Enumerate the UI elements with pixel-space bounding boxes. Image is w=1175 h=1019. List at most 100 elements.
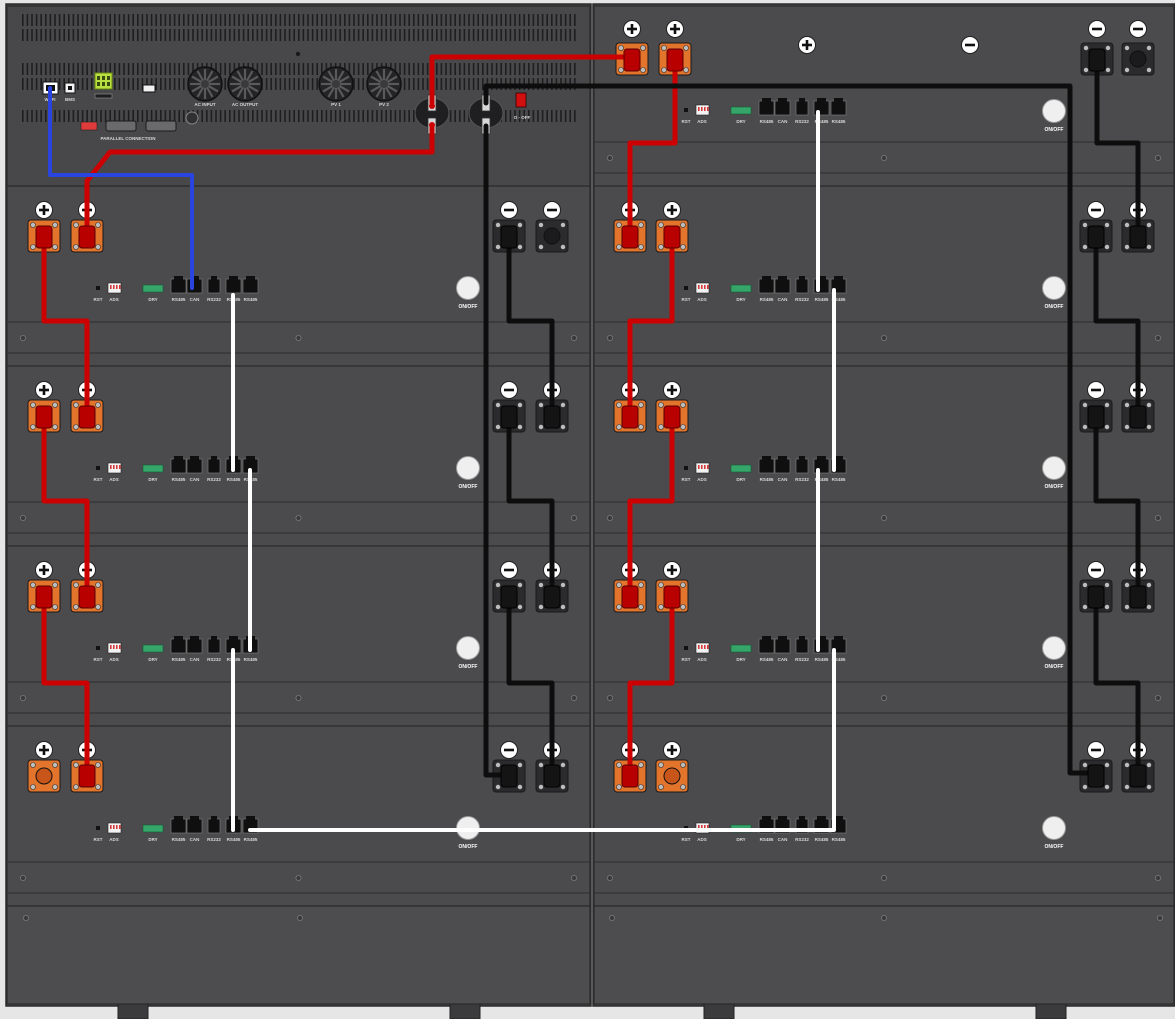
terminal-screw [658,604,664,610]
terminal-screw [638,762,644,768]
can-port[interactable] [186,458,203,474]
negative-cable [1094,56,1141,239]
rs232-port[interactable] [795,458,809,474]
minus-icon [961,36,979,54]
vent-slot [178,29,180,41]
vent-slot [495,14,498,26]
power-switch-icon[interactable] [1042,456,1066,480]
can-port[interactable] [774,100,791,116]
vent-slot [22,78,24,90]
vent-slot [123,63,125,75]
rs485-port[interactable] [170,638,187,654]
power-switch-icon[interactable] [1042,276,1066,300]
vent-slot [491,14,493,26]
positive-plug [663,585,681,609]
left-positive-terminal[interactable] [27,759,61,793]
can-port[interactable] [186,818,203,834]
right-positive-terminal[interactable] [655,759,689,793]
reset-button[interactable] [684,286,688,290]
reset-button[interactable] [96,466,100,470]
vent-slot [509,110,512,122]
rs485-port[interactable] [170,458,187,474]
power-switch-icon[interactable] [456,276,480,300]
vent-slot [81,14,84,26]
dry-contact-connector[interactable] [730,644,752,653]
dry-contact-connector[interactable] [142,464,164,473]
can-port[interactable] [186,638,203,654]
vent-slot [104,63,107,75]
vent-slot [68,63,70,75]
rs232-port[interactable] [795,638,809,654]
usb-port[interactable] [142,84,156,93]
cabinet-foot [117,1003,149,1019]
rs485-port-in[interactable] [225,278,242,294]
vent-slot [362,29,364,41]
can-port[interactable] [774,638,791,654]
rs485-port-out[interactable] [830,100,847,116]
rs232-port[interactable] [795,278,809,294]
right-negative-terminal[interactable] [1121,42,1155,76]
vent-slot [321,110,323,122]
rs485-port[interactable] [758,458,775,474]
can-port[interactable] [774,458,791,474]
reset-button[interactable] [684,646,688,650]
vent-slot [449,78,452,90]
reset-button[interactable] [96,646,100,650]
dry-contact-connector[interactable] [142,284,164,293]
dry-contact-connector[interactable] [730,464,752,473]
reset-button[interactable] [96,286,100,290]
terminal-screw [1082,784,1088,790]
serial-port[interactable] [145,120,177,132]
rs485-port[interactable] [170,278,187,294]
rs485-port-out[interactable] [242,278,259,294]
vent-slot [173,14,176,26]
can-port[interactable] [186,278,203,294]
on-off-label: ON/OFF [1045,664,1064,670]
rs232-port[interactable] [207,458,221,474]
rs485-port[interactable] [758,638,775,654]
rs485-port[interactable] [170,818,187,834]
terminal-screw [1124,424,1130,430]
rs232-port[interactable] [207,278,221,294]
dry-contact-connector[interactable] [730,106,752,115]
rs232-port-label: RS232 [207,477,221,482]
serial-port[interactable] [105,120,137,132]
vent-slot [196,29,199,41]
reset-button[interactable] [684,466,688,470]
rs232-port[interactable] [795,100,809,116]
vent-slot [187,29,190,41]
vent-slot [242,29,245,41]
reset-button[interactable] [96,826,100,830]
rs485-port[interactable] [758,278,775,294]
terminal-screw [95,582,101,588]
vent-slot [403,14,406,26]
vent-slot [77,78,79,90]
terminal-screw [538,604,544,610]
dry-label: DRY [148,297,157,302]
vent-slot [137,29,139,41]
dry-contact-connector[interactable] [142,644,164,653]
power-switch-icon[interactable] [456,636,480,660]
rs232-port[interactable] [207,638,221,654]
screw [295,334,302,341]
can-port-label: CAN [778,119,788,124]
rs232-port[interactable] [207,818,221,834]
dry-contact-connector[interactable] [730,284,752,293]
dip-switch[interactable] [80,121,98,131]
reset-button[interactable] [684,108,688,112]
power-switch-icon[interactable] [1042,99,1066,123]
power-switch-icon[interactable] [1042,816,1066,840]
dry-contact-connector[interactable] [142,824,164,833]
breaker-switch[interactable] [515,92,527,108]
power-switch-icon[interactable] [456,456,480,480]
rs485-port[interactable] [758,100,775,116]
vent-slot [224,78,226,90]
negative-plug [543,764,561,788]
vent-slot [238,14,240,26]
vent-slot [100,110,102,122]
inverter-knob[interactable] [185,111,199,125]
left-negative-terminal[interactable] [535,219,569,253]
can-port[interactable] [774,278,791,294]
power-switch-icon[interactable] [1042,636,1066,660]
